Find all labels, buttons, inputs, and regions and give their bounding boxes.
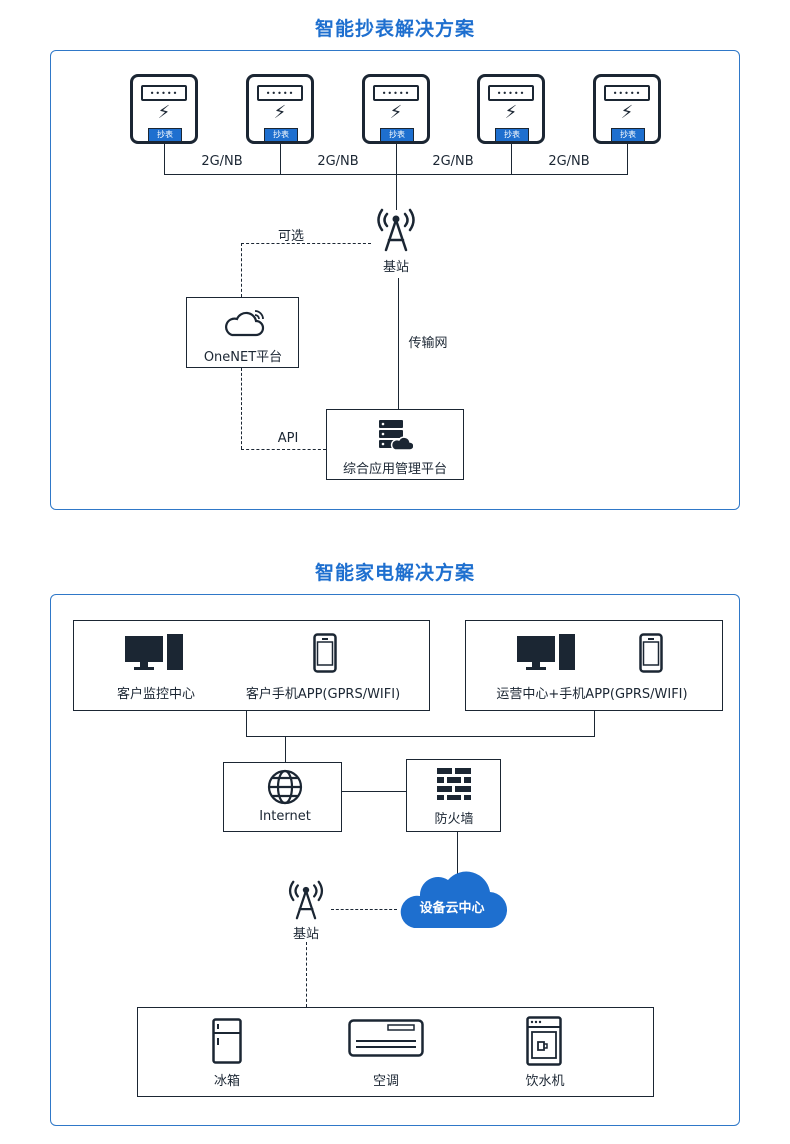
monitor-icon xyxy=(517,634,575,670)
api-label: API xyxy=(277,431,299,446)
meter-icon: •••••⚡ 抄表 xyxy=(362,74,430,144)
firewall-label: 防火墙 xyxy=(434,812,474,827)
meter-tag: 抄表 xyxy=(495,128,529,142)
base-station-label: 基站 xyxy=(382,260,410,275)
monitor-icon xyxy=(125,634,183,670)
fridge-icon xyxy=(212,1018,242,1064)
link-label: 2G/NB xyxy=(317,154,359,169)
ops-box xyxy=(465,620,723,711)
water-dispenser-label: 饮水机 xyxy=(525,1074,565,1089)
section1-title: 智能抄表解决方案 xyxy=(314,18,475,40)
internet-label: Internet xyxy=(259,809,311,824)
link-label: 2G/NB xyxy=(548,154,590,169)
globe-icon xyxy=(267,769,303,805)
client-box xyxy=(73,620,430,711)
smart-appliance-panel xyxy=(50,594,740,1126)
meter-tag: 抄表 xyxy=(148,128,182,142)
tower-icon xyxy=(288,880,324,920)
meter-icon: •••••⚡ 抄表 xyxy=(477,74,545,144)
meter-icon: •••••⚡ 抄表 xyxy=(130,74,198,144)
link-label: 2G/NB xyxy=(432,154,474,169)
optional-label: 可选 xyxy=(277,229,305,244)
onenet-label: OneNET平台 xyxy=(203,350,283,365)
appliances-box xyxy=(137,1007,654,1097)
ops-app-label: 运营中心+手机APP(GPRS/WIFI) xyxy=(496,687,688,702)
fridge-label: 冰箱 xyxy=(213,1074,241,1089)
air-conditioner-label: 空调 xyxy=(372,1074,400,1089)
meter-icon: •••••⚡ 抄表 xyxy=(246,74,314,144)
phone-icon xyxy=(639,633,663,673)
base-station-label: 基站 xyxy=(292,927,320,942)
water-dispenser-icon xyxy=(526,1016,562,1066)
mgmt-platform-label: 综合应用管理平台 xyxy=(342,462,448,477)
tower-icon xyxy=(377,208,415,252)
section2-title: 智能家电解决方案 xyxy=(314,562,475,584)
cloud-icon xyxy=(225,310,265,337)
meter-icon: •••••⚡ 抄表 xyxy=(593,74,661,144)
link-label: 2G/NB xyxy=(201,154,243,169)
phone-icon xyxy=(313,633,337,673)
server-icon xyxy=(379,420,413,451)
meter-reading-panel xyxy=(50,50,740,510)
client-app-label: 客户手机APP(GPRS/WIFI) xyxy=(245,687,401,702)
meter-tag: 抄表 xyxy=(264,128,298,142)
meter-tag: 抄表 xyxy=(611,128,645,142)
firewall-icon xyxy=(437,768,471,800)
device-cloud-label: 设备云中心 xyxy=(419,901,485,916)
onenet-box xyxy=(186,297,299,368)
meter-tag: 抄表 xyxy=(380,128,414,142)
transport-label: 传输网 xyxy=(408,336,448,351)
cloud-icon xyxy=(400,871,508,929)
air-conditioner-icon xyxy=(348,1019,424,1057)
client-monitor-label: 客户监控中心 xyxy=(116,687,196,702)
